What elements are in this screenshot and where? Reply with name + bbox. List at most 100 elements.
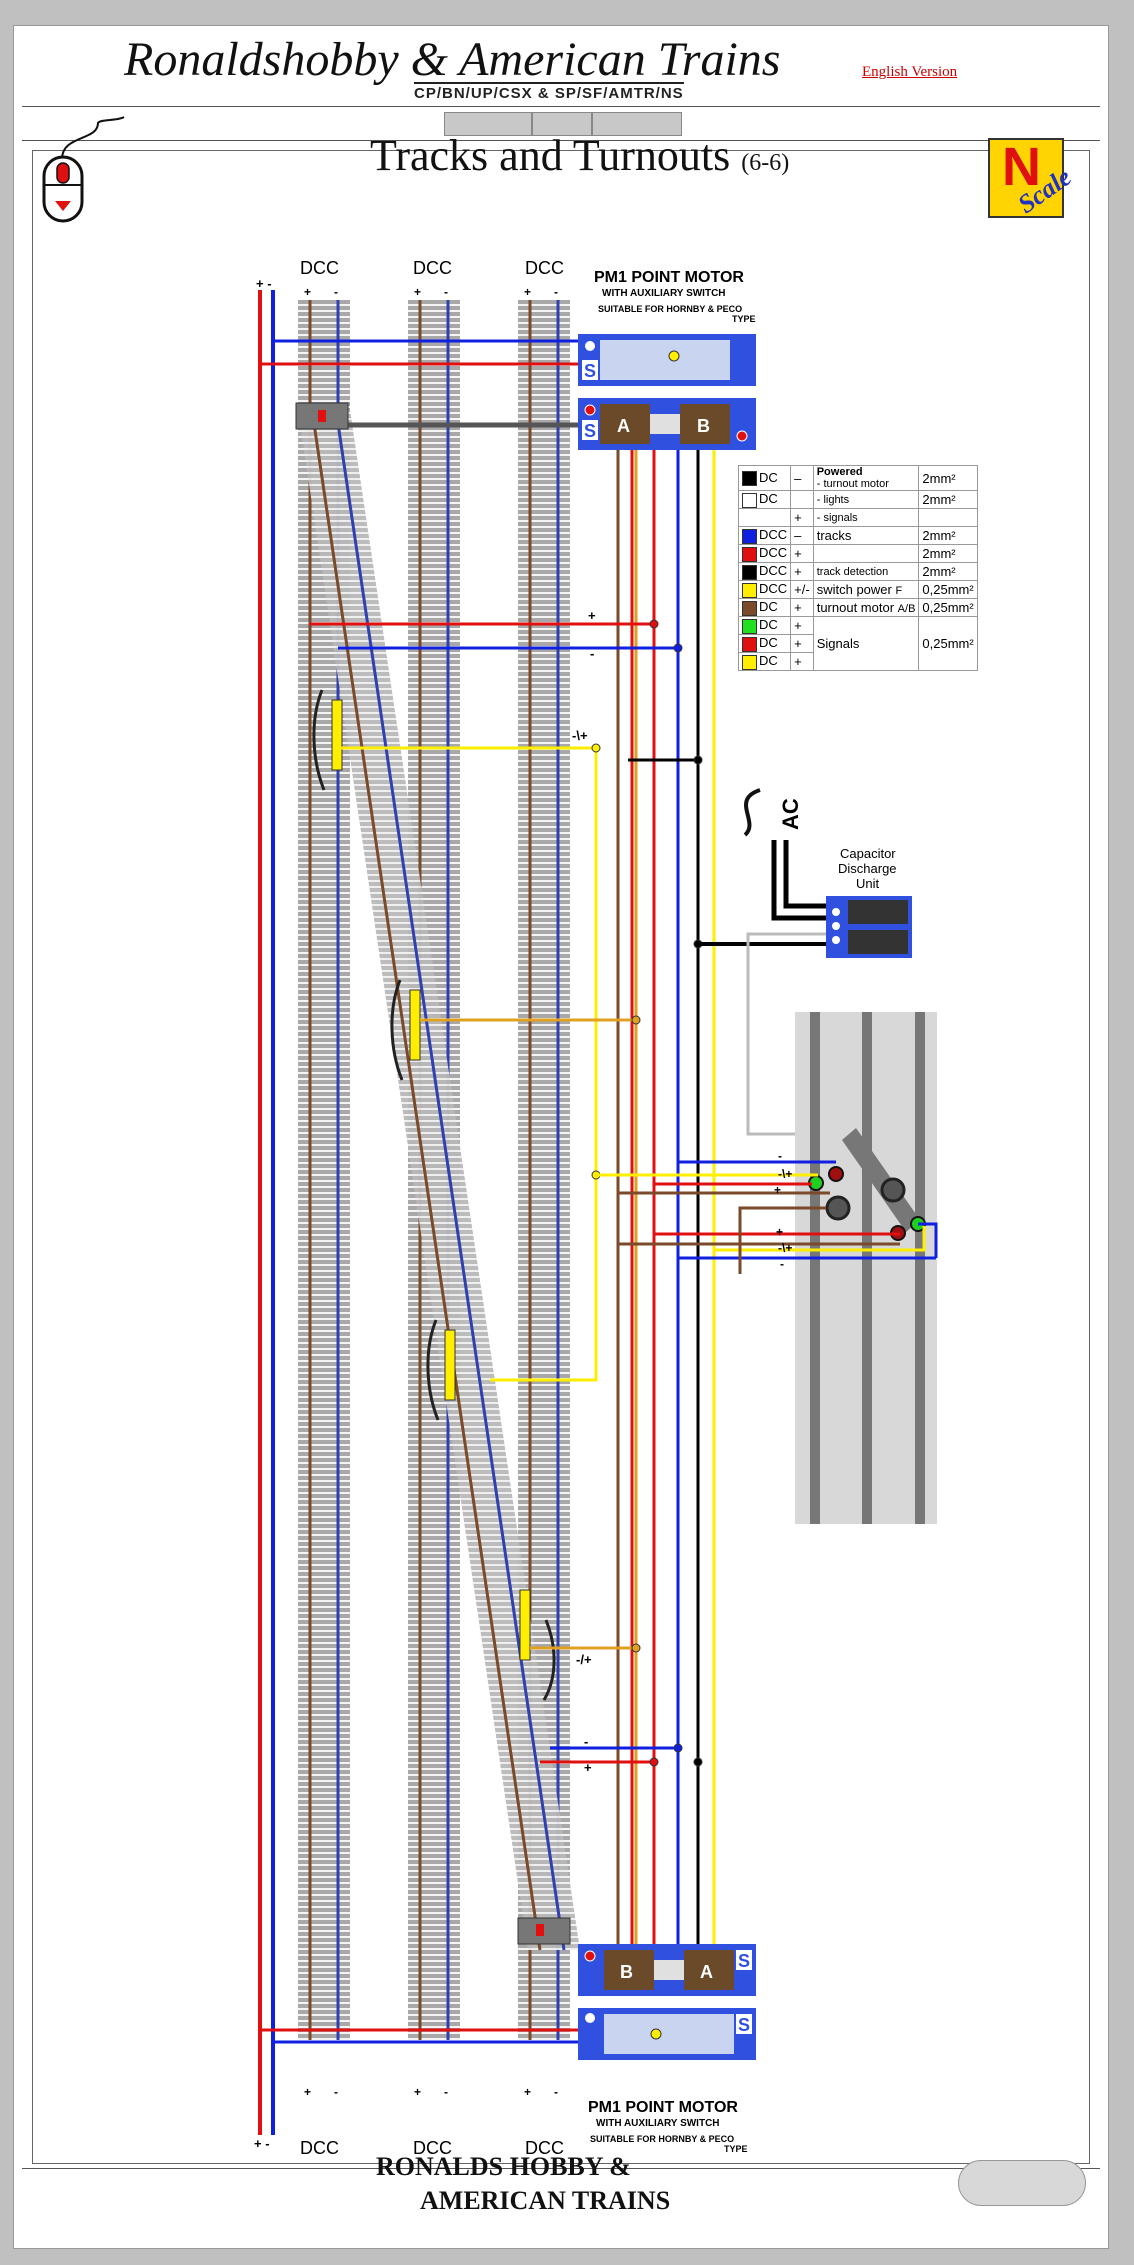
svg-text:+: + <box>588 608 596 623</box>
ac-supply: AC <box>743 788 830 921</box>
svg-text:-: - <box>554 2085 558 2099</box>
svg-text:-: - <box>334 2085 338 2099</box>
svg-text:S: S <box>738 1951 750 1971</box>
svg-text:Unit: Unit <box>856 876 880 891</box>
pm-subtitle-top: WITH AUXILIARY SWITCH <box>602 288 726 299</box>
pm-note2-bottom: TYPE <box>724 2144 748 2154</box>
capacitor-discharge-unit: Capacitor Discharge Unit <box>698 846 912 958</box>
svg-text:-: - <box>334 285 338 299</box>
header-divider <box>22 106 1100 107</box>
track-label-3-top: DCC <box>525 258 564 278</box>
svg-text:A: A <box>700 1962 713 1982</box>
svg-text:-: - <box>444 2085 448 2099</box>
pm-note-top: SUITABLE FOR HORNBY & PECO <box>598 304 742 314</box>
svg-text:+: + <box>414 2085 421 2099</box>
frog-marks <box>331 699 531 1661</box>
track-label-2-top: DCC <box>413 258 452 278</box>
svg-text:-\+: -\+ <box>572 728 588 743</box>
english-version-link[interactable]: English Version <box>862 64 958 80</box>
page-title: Tracks and Turnouts (6-6) <box>370 130 789 181</box>
svg-text:-: - <box>554 285 558 299</box>
pm-title-bottom: PM1 POINT MOTOR <box>588 2099 738 2116</box>
pm-note2-top: TYPE <box>732 314 756 324</box>
pm-subtitle-bottom: WITH AUXILIARY SWITCH <box>596 2118 720 2129</box>
junction-dots <box>591 619 703 1767</box>
legend-row: +- signals <box>737 508 978 527</box>
signal-wires <box>596 1160 938 1274</box>
svg-text:+: + <box>304 2085 311 2099</box>
frog-brackets <box>312 689 556 1701</box>
svg-text:+: + <box>774 1183 781 1197</box>
footer-logo-line1: RONALDS HOBBY & <box>376 2152 631 2181</box>
svg-text:+: + <box>524 2085 531 2099</box>
svg-text:+: + <box>304 285 311 299</box>
track-label-2-bottom: DCC <box>413 2138 452 2158</box>
crossover-track <box>298 409 580 1951</box>
track-label-1-top: DCC <box>300 258 339 278</box>
svg-text:-: - <box>590 646 594 661</box>
feeder-signs: + - -\+ -/+ - + <box>572 608 596 1775</box>
svg-text:S: S <box>584 421 596 441</box>
svg-text:B: B <box>620 1962 633 1982</box>
svg-text:+: + <box>776 1225 783 1239</box>
svg-text:-: - <box>444 285 448 299</box>
signal-wire-signs: - -\+ + + -\+ - <box>774 1149 792 1271</box>
svg-text:+: + <box>414 285 421 299</box>
pm-note-bottom: SUITABLE FOR HORNBY & PECO <box>590 2134 734 2144</box>
ac-label: AC <box>778 798 803 830</box>
bus-polarity-top: + - <box>256 276 272 291</box>
signal-panel <box>795 1012 937 1524</box>
legend-row: DCC+2mm² <box>737 544 978 563</box>
svg-text:-: - <box>778 1149 782 1163</box>
svg-text:+: + <box>524 285 531 299</box>
footer-logo-line2: AMERICAN TRAINS <box>420 2186 671 2215</box>
vertical-wires <box>616 450 716 1944</box>
point-motor-bottom: B A S S PM1 POINT MOTOR WITH AUXILIARY S… <box>578 1944 756 2154</box>
svg-text:+: + <box>584 1760 592 1775</box>
svg-text:-: - <box>584 1734 588 1749</box>
page-title-suffix: (6-6) <box>741 150 790 176</box>
turnout-throwbar-top <box>295 402 349 430</box>
track-label-3-bottom: DCC <box>525 2138 564 2158</box>
content-frame <box>32 150 1090 2164</box>
page-title-text: Tracks and Turnouts <box>370 131 731 180</box>
svg-text:-: - <box>780 1257 784 1271</box>
nav-divider <box>22 140 1100 141</box>
pm-title-top: PM1 POINT MOTOR <box>594 269 744 286</box>
track-label-1-bottom: DCC <box>300 2138 339 2158</box>
svg-text:A: A <box>617 416 630 436</box>
point-motor-top: PM1 POINT MOTOR WITH AUXILIARY SWITCH SU… <box>578 269 756 450</box>
nav-button-2[interactable] <box>532 112 592 136</box>
mouse-icon <box>42 116 125 223</box>
footer-logo: RONALDS HOBBY & AMERICAN TRAINS <box>376 2150 670 2218</box>
site-title: Ronaldshobby & American Trains <box>124 33 781 86</box>
n-scale-letter: N <box>1002 137 1041 197</box>
svg-text:-\+: -\+ <box>778 1167 792 1181</box>
track-polarity-labels: + - + - + - + - + - + - <box>304 285 558 2099</box>
nav-button-1[interactable] <box>444 112 532 136</box>
site-subtitle: CP/BN/UP/CSX & SP/SF/AMTR/NS <box>414 82 684 102</box>
bus-polarity-bottom: + - <box>254 2136 270 2151</box>
svg-text:Capacitor: Capacitor <box>840 846 896 861</box>
nav-button-3[interactable] <box>592 112 682 136</box>
footer-button[interactable] <box>958 2160 1086 2206</box>
footer-divider <box>22 2168 1100 2169</box>
svg-text:Discharge: Discharge <box>838 861 897 876</box>
svg-text:S: S <box>738 2015 750 2035</box>
svg-text:-/+: -/+ <box>576 1652 592 1667</box>
svg-text:-\+: -\+ <box>778 1241 792 1255</box>
svg-text:B: B <box>697 416 710 436</box>
legend-row: DC+ <box>737 634 978 653</box>
power-bus <box>258 290 275 2135</box>
turnout-throwbar-bottom <box>517 1917 571 1945</box>
svg-text:S: S <box>584 361 596 381</box>
n-scale-badge: N Scale <box>988 137 1077 219</box>
